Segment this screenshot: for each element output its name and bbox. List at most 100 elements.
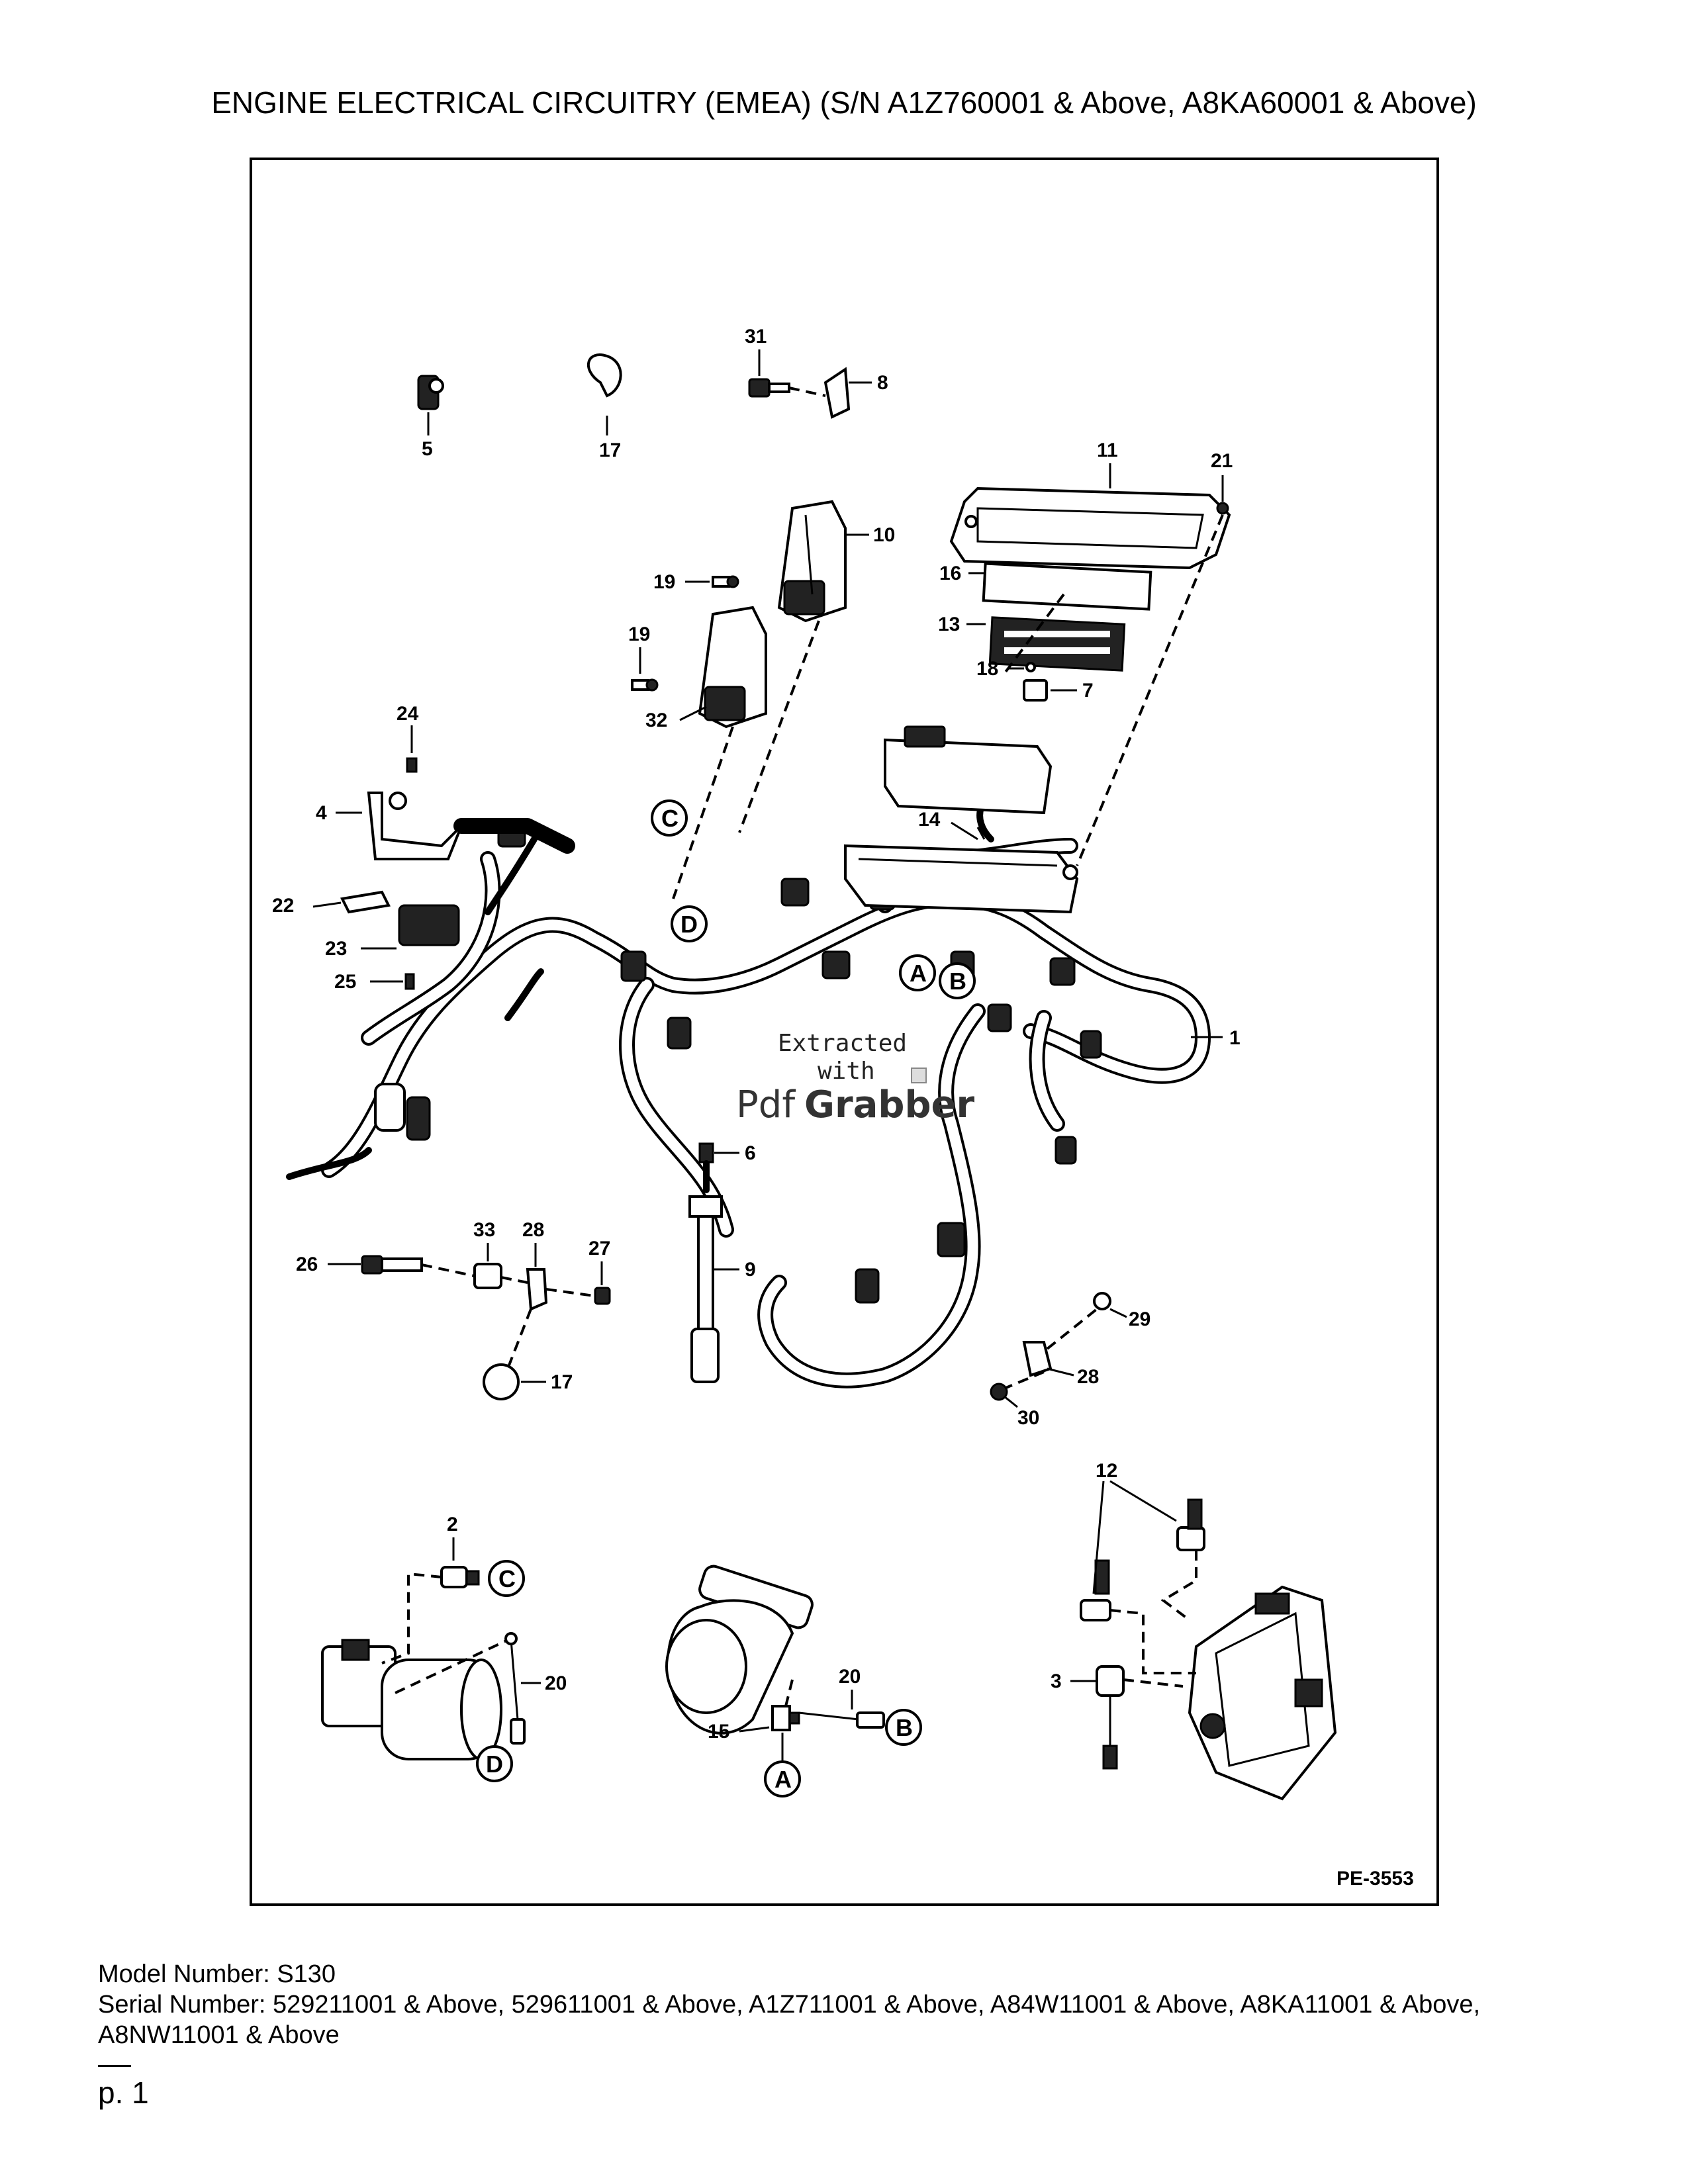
svg-text:D: D: [680, 911, 698, 938]
svg-text:14: 14: [918, 809, 941, 831]
fuse-panel-13: [988, 616, 1126, 672]
svg-text:25: 25: [334, 971, 356, 993]
drawing-code: PE-3553: [1336, 1868, 1414, 1889]
svg-text:11: 11: [1097, 439, 1118, 461]
assembly-line: [784, 1679, 794, 1707]
assembly-line: [1004, 1371, 1045, 1390]
svg-text:1: 1: [1229, 1027, 1241, 1049]
assembly-line: [500, 1276, 528, 1284]
assembly-line: [506, 1308, 532, 1369]
relay-module-32: [698, 606, 767, 729]
clamp-17: [483, 1363, 520, 1400]
nut-27: [594, 1287, 611, 1305]
svg-text:21: 21: [1211, 450, 1233, 472]
svg-text:4: 4: [316, 802, 327, 824]
connector-reference-b1: B: [939, 962, 976, 999]
screw-25: [404, 973, 415, 990]
svg-text:27: 27: [588, 1238, 610, 1259]
page-title: ENGINE ELECTRICAL CIRCUITRY (EMEA) (S/N …: [211, 85, 1477, 120]
svg-text:7: 7: [1082, 680, 1094, 702]
svg-text:5: 5: [422, 438, 433, 460]
clamp-28-right: [1022, 1341, 1053, 1377]
svg-text:A: A: [774, 1766, 792, 1793]
nut-30: [990, 1383, 1008, 1401]
svg-text:23: 23: [325, 938, 347, 960]
assembly-line: [1160, 1550, 1197, 1621]
harness-connector: [1049, 957, 1076, 986]
solenoid-12b: [1080, 1559, 1111, 1621]
assembly-line: [672, 726, 734, 899]
connector-reference-c2: C: [488, 1560, 525, 1597]
screw-19: [712, 575, 739, 588]
wire-20: [510, 1639, 519, 1720]
harness-plug: [406, 1096, 431, 1141]
leader-12: [1092, 1480, 1105, 1594]
page-number: p. 1: [98, 2075, 149, 2110]
bolt-31: [748, 378, 790, 398]
assembly-line: [1109, 1609, 1196, 1674]
fuse-box-base-14: [844, 844, 1079, 914]
connector-reference-b2: B: [885, 1709, 922, 1746]
sensor-3: [1096, 1665, 1125, 1770]
fuse-box-cover-11: [949, 486, 1231, 570]
svg-text:3: 3: [1051, 1670, 1062, 1692]
connector-reference-a1: A: [899, 954, 936, 991]
svg-text:6: 6: [745, 1142, 756, 1164]
sender-2: [440, 1566, 480, 1588]
footer: Model Number: S130 Serial Number: 529211…: [98, 1959, 1620, 2050]
screw-24: [406, 757, 418, 773]
svg-text:9: 9: [745, 1259, 756, 1281]
screw-19: [631, 678, 659, 692]
relay-23: [398, 904, 460, 946]
svg-text:with: with: [818, 1058, 875, 1085]
screw-29: [1093, 1292, 1111, 1310]
svg-text:22: 22: [272, 895, 294, 917]
harness-plug-boot: [374, 1083, 406, 1132]
svg-text:D: D: [486, 1751, 503, 1778]
model-number: Model Number: S130: [98, 1960, 336, 1988]
clip-5: [417, 375, 444, 410]
sender-9: [688, 1195, 723, 1383]
bracket-8: [823, 367, 851, 419]
assembly-line: [788, 387, 826, 397]
connector-reference-d1: D: [671, 905, 708, 942]
connector-6: [698, 1142, 714, 1163]
svg-text:16: 16: [939, 563, 961, 584]
harness-connector: [821, 950, 851, 979]
assembly-line: [1076, 514, 1224, 866]
svg-text:C: C: [498, 1565, 516, 1592]
assembly-line: [1046, 1308, 1098, 1350]
harness-connector: [1080, 1030, 1102, 1059]
harness-connector: [1055, 1136, 1077, 1165]
solenoid-12a: [1176, 1498, 1205, 1551]
svg-text:Extracted: Extracted: [778, 1030, 907, 1057]
leader-12: [1109, 1480, 1177, 1522]
harness-connector: [855, 1268, 880, 1304]
harness-connector: [987, 1003, 1012, 1032]
svg-text:B: B: [949, 968, 966, 995]
pad-22: [340, 890, 391, 914]
switch-15: [771, 1705, 800, 1731]
svg-text:19: 19: [628, 623, 650, 645]
assembly-line: [381, 1572, 442, 1664]
svg-text:8: 8: [877, 372, 888, 394]
svg-text:32: 32: [645, 709, 667, 731]
svg-text:17: 17: [599, 439, 621, 461]
bracket-4: [367, 792, 463, 860]
svg-text:2: 2: [447, 1514, 458, 1535]
svg-text:Pdf: Pdf: [736, 1083, 796, 1126]
svg-text:17: 17: [551, 1371, 573, 1393]
svg-text:15: 15: [708, 1721, 729, 1743]
svg-text:26: 26: [296, 1253, 318, 1275]
harness-connector: [780, 878, 810, 907]
nut-18: [1025, 662, 1036, 672]
svg-text:10: 10: [873, 524, 895, 546]
relay-7: [1023, 679, 1048, 702]
svg-text:28: 28: [522, 1219, 544, 1241]
bolt-26: [361, 1255, 423, 1275]
harness-connector: [620, 950, 647, 982]
exploded-parts-diagram: 1 2 3 4 5 6 7 8 9 10 11 12 13 15 14 16: [272, 326, 1414, 1889]
assembly-line: [421, 1263, 475, 1277]
fuse-relay-block: [884, 725, 1053, 815]
svg-text:19: 19: [653, 571, 675, 593]
